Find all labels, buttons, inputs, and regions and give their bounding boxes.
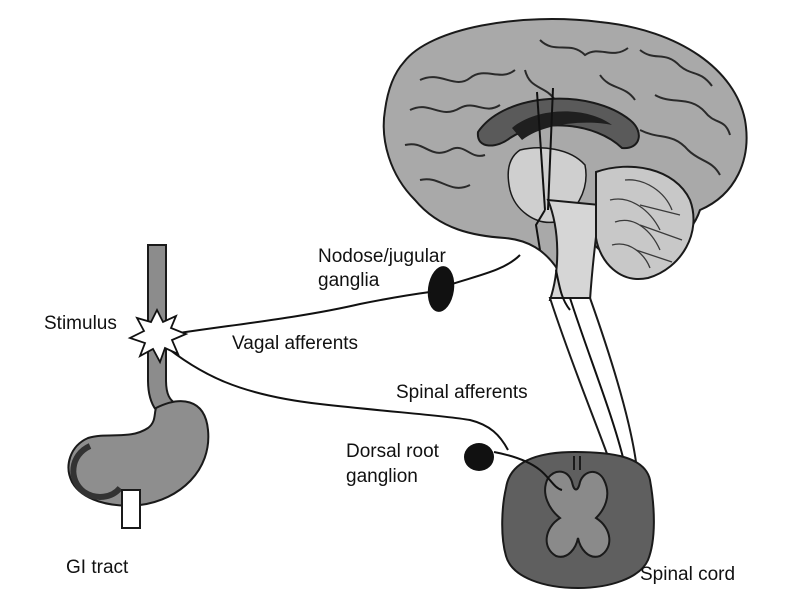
spinal-afferent-fibre <box>159 341 509 451</box>
spinal-cord-label: Spinal cord <box>640 564 736 585</box>
dorsal-root-label-line2: ganglion <box>346 466 418 487</box>
nodose-label-line1: Nodose/jugular <box>318 246 446 267</box>
duodenum <box>70 443 123 500</box>
lateral-ventricle <box>512 111 612 140</box>
gi-tract-label: GI tract <box>66 557 129 578</box>
nodose-ganglion <box>427 266 455 312</box>
gi-tract <box>67 244 210 529</box>
cerebellum-folia <box>609 179 683 269</box>
vagal-afferents-label: Vagal afferents <box>232 333 359 354</box>
cerebellum <box>595 165 695 280</box>
vagal-fibre-to-brainstem <box>451 254 521 285</box>
dorsal-root-label-line1: Dorsal root <box>346 441 439 462</box>
dorsal-root-ganglion <box>464 443 494 471</box>
brain <box>382 18 748 301</box>
stimulus-label: Stimulus <box>44 313 117 334</box>
spinal-cord-cross-section <box>501 450 655 590</box>
spinal-tract-line-2 <box>555 269 571 311</box>
nodose-label-line2: ganglia <box>318 270 380 291</box>
spinal-cord-column <box>548 297 638 463</box>
vagal-afferent-fibre <box>165 291 431 336</box>
stimulus-starburst <box>127 307 189 365</box>
drg-to-cord-fibre <box>493 451 563 491</box>
intestine <box>121 489 141 529</box>
sulci <box>404 39 731 189</box>
ascending-tracts <box>534 87 554 251</box>
spinal-afferents-label: Spinal afferents <box>396 382 528 403</box>
spinal-tract-line <box>569 297 627 471</box>
